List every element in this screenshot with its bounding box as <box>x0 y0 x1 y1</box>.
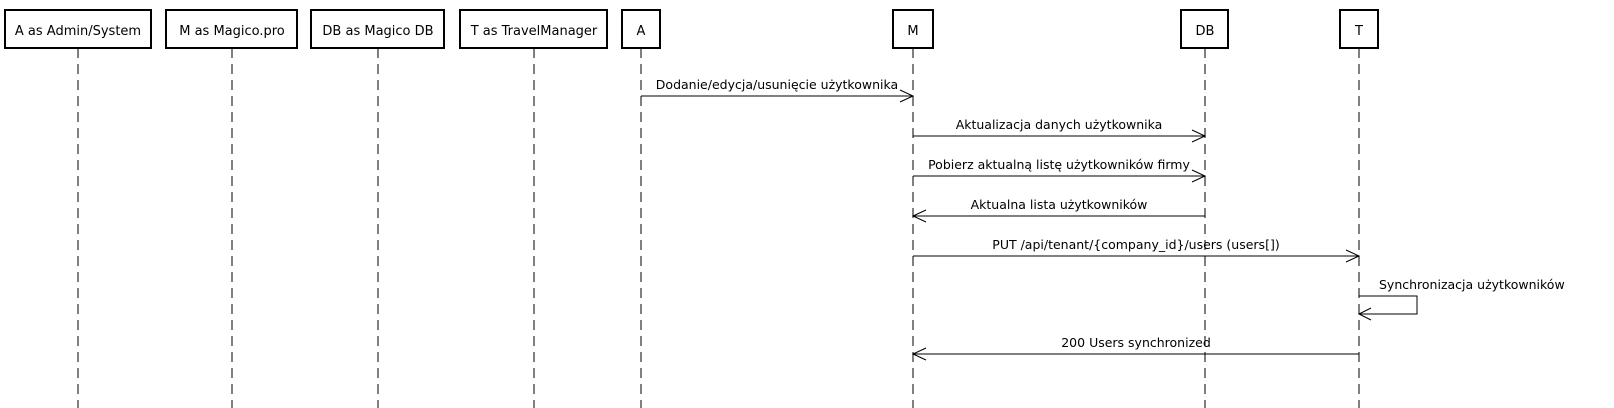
participant-box <box>1339 9 1379 49</box>
participant-label: A as Admin/System <box>15 24 141 39</box>
message-2: Aktualizacja danych użytkownika <box>913 117 1207 143</box>
message-5: PUT /api/tenant/{company_id}/users (user… <box>913 237 1361 263</box>
participant-label: M as Magico.pro <box>179 24 285 39</box>
arrowhead-icon <box>1191 129 1207 143</box>
participant-a-as-admin-system: A as Admin/System <box>4 9 152 49</box>
message-label: Synchronizacja użytkowników <box>1379 277 1565 292</box>
message-label: Pobierz aktualną listę użytkowników firm… <box>928 157 1190 172</box>
message-label: 200 Users synchronized <box>1061 335 1211 350</box>
participant-t: T <box>1339 9 1379 49</box>
participant-label: M <box>907 24 918 39</box>
message-label: Dodanie/edycja/usunięcie użytkownika <box>656 77 898 92</box>
participant-box <box>621 9 661 49</box>
participant-db: DB <box>1180 9 1229 49</box>
participant-a: A <box>621 9 661 49</box>
message-label: PUT /api/tenant/{company_id}/users (user… <box>992 237 1279 252</box>
message-4: Aktualna lista użytkowników <box>911 197 1205 223</box>
participant-m: M <box>892 9 934 49</box>
participant-box <box>310 9 445 49</box>
participant-label: T as TravelManager <box>470 24 598 39</box>
participant-label: A <box>637 24 646 39</box>
participant-box <box>459 9 608 49</box>
message-6: Synchronizacja użytkowników <box>1357 277 1565 321</box>
message-arrow-line <box>1359 295 1418 315</box>
participant-db-as-magico-db: DB as Magico DB <box>310 9 445 49</box>
arrowhead-icon <box>1357 307 1372 321</box>
message-7: 200 Users synchronized <box>911 335 1359 361</box>
participant-box <box>1180 9 1229 49</box>
participant-label: T <box>1354 24 1363 39</box>
participant-m-as-magico-pro: M as Magico.pro <box>165 9 298 49</box>
arrowhead-icon <box>911 209 927 223</box>
participant-label: DB <box>1196 24 1215 39</box>
arrowhead-icon <box>899 89 915 103</box>
participant-box <box>165 9 298 49</box>
message-3: Pobierz aktualną listę użytkowników firm… <box>913 157 1207 183</box>
participant-label: DB as Magico DB <box>322 24 433 39</box>
arrowhead-icon <box>1191 169 1207 183</box>
message-1: Dodanie/edycja/usunięcie użytkownika <box>641 77 915 103</box>
message-label: Aktualna lista użytkowników <box>971 197 1148 212</box>
participant-box <box>4 9 152 49</box>
participant-box <box>892 9 934 49</box>
arrowhead-icon <box>911 347 927 361</box>
participant-t-as-travelmanager: T as TravelManager <box>459 9 608 49</box>
message-label: Aktualizacja danych użytkownika <box>956 117 1163 132</box>
arrowhead-icon <box>1345 249 1361 263</box>
